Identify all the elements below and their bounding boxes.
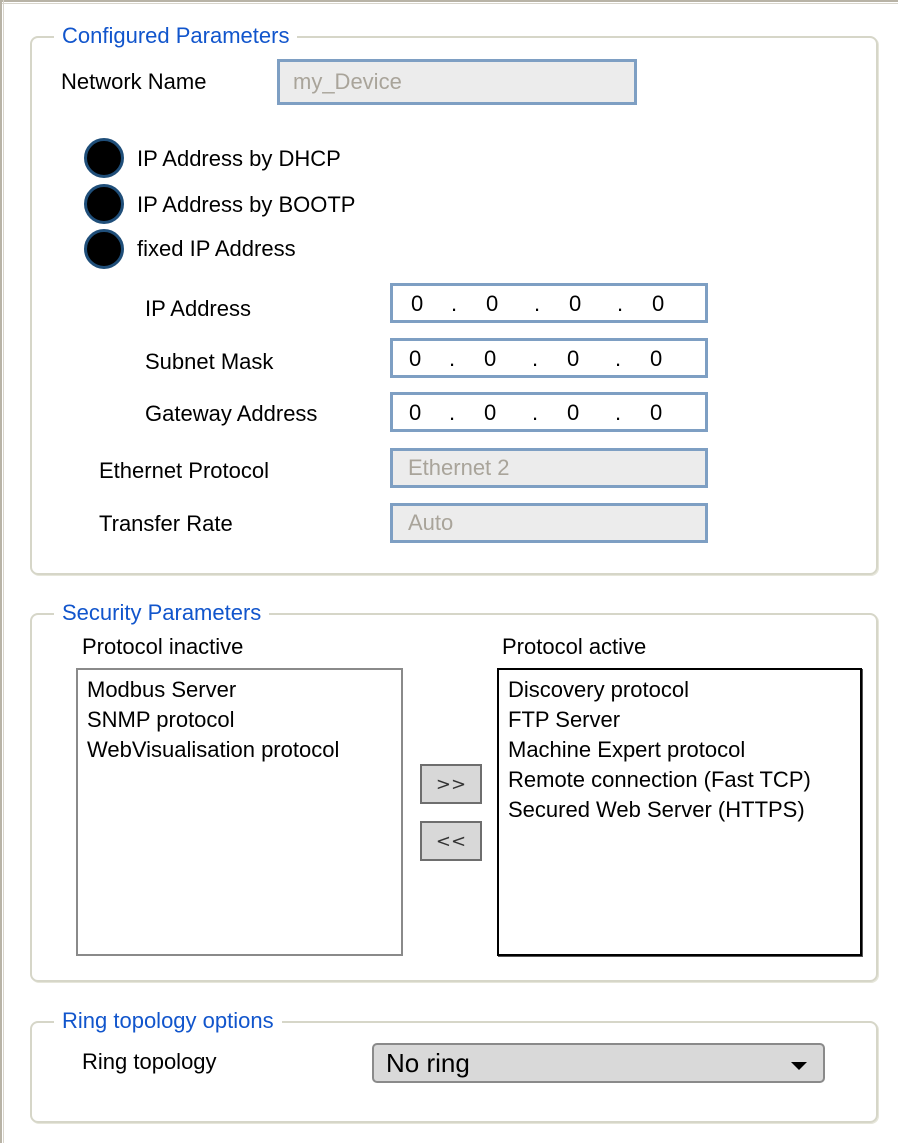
- transfer-rate-label: Transfer Rate: [99, 511, 233, 536]
- transfer-rate-field[interactable]: Auto: [390, 503, 708, 543]
- ip-dot: .: [451, 291, 458, 316]
- network-name-field[interactable]: my_Device: [277, 59, 637, 105]
- radio-fixed-ip[interactable]: [84, 229, 124, 269]
- list-item[interactable]: Modbus Server: [87, 677, 237, 702]
- gw-octet-3[interactable]: 0: [567, 400, 580, 425]
- list-item[interactable]: FTP Server: [508, 707, 621, 732]
- list-item[interactable]: WebVisualisation protocol: [87, 737, 340, 762]
- ethernet-protocol-label: Ethernet Protocol: [99, 458, 269, 483]
- window-left-edge: [0, 0, 4, 1143]
- gw-dot: .: [615, 400, 622, 425]
- radio-bootp[interactable]: [84, 184, 124, 224]
- gw-octet-2[interactable]: 0: [484, 400, 497, 425]
- list-item[interactable]: Machine Expert protocol: [508, 737, 746, 762]
- add-protocol-button[interactable]: >>: [420, 764, 482, 804]
- list-item[interactable]: Discovery protocol: [508, 677, 689, 702]
- radio-dhcp-label[interactable]: IP Address by DHCP: [137, 146, 341, 171]
- ring-topology-label: Ring topology: [82, 1049, 217, 1074]
- mask-dot: .: [449, 346, 456, 371]
- ip-octet-1[interactable]: 0: [411, 291, 424, 316]
- radio-dhcp[interactable]: [84, 138, 124, 178]
- gateway-address-field[interactable]: 0 . 0 . 0 . 0: [390, 392, 708, 432]
- ip-address-field[interactable]: 0 . 0 . 0 . 0: [390, 283, 708, 323]
- list-item[interactable]: SNMP protocol: [87, 707, 235, 732]
- configured-parameters-group: Configured Parameters: [30, 22, 878, 575]
- ip-address-label: IP Address: [145, 296, 251, 321]
- mask-dot: .: [532, 346, 539, 371]
- gw-octet-4[interactable]: 0: [650, 400, 663, 425]
- gw-dot: .: [449, 400, 456, 425]
- ethernet-protocol-field[interactable]: Ethernet 2: [390, 448, 708, 488]
- configured-parameters-title: Configured Parameters: [54, 22, 298, 50]
- ip-dot: .: [534, 291, 541, 316]
- gw-dot: .: [532, 400, 539, 425]
- security-parameters-title: Security Parameters: [54, 599, 270, 627]
- subnet-mask-label: Subnet Mask: [145, 349, 274, 374]
- ring-topology-dropdown[interactable]: No ring: [372, 1043, 825, 1083]
- window-top-edge: [0, 0, 898, 4]
- subnet-mask-field[interactable]: 0 . 0 . 0 . 0: [390, 338, 708, 378]
- chevron-down-icon[interactable]: [791, 1062, 807, 1070]
- ring-topology-group: Ring topology options: [30, 1007, 878, 1123]
- ip-octet-4[interactable]: 0: [652, 291, 665, 316]
- ip-octet-3[interactable]: 0: [569, 291, 582, 316]
- ethernet-protocol-value: Ethernet 2: [408, 455, 510, 480]
- network-name-label: Network Name: [61, 69, 207, 94]
- security-parameters-group: Security Parameters: [30, 599, 878, 982]
- ring-topology-title: Ring topology options: [54, 1007, 282, 1035]
- ip-dot: .: [617, 291, 624, 316]
- radio-fixed-ip-label[interactable]: fixed IP Address: [137, 236, 296, 261]
- network-name-value: my_Device: [293, 69, 402, 94]
- protocol-inactive-list[interactable]: Modbus Server SNMP protocol WebVisualisa…: [76, 668, 403, 956]
- gateway-address-label: Gateway Address: [145, 401, 318, 426]
- mask-octet-1[interactable]: 0: [409, 346, 422, 371]
- mask-octet-3[interactable]: 0: [567, 346, 580, 371]
- protocol-inactive-label: Protocol inactive: [82, 634, 244, 659]
- mask-octet-4[interactable]: 0: [650, 346, 663, 371]
- radio-bootp-label[interactable]: IP Address by BOOTP: [137, 192, 356, 217]
- list-item[interactable]: Secured Web Server (HTTPS): [508, 797, 805, 822]
- mask-dot: .: [615, 346, 622, 371]
- transfer-rate-value: Auto: [408, 510, 454, 535]
- gw-octet-1[interactable]: 0: [409, 400, 422, 425]
- mask-octet-2[interactable]: 0: [484, 346, 497, 371]
- ring-topology-value: No ring: [386, 1047, 470, 1078]
- protocol-active-label: Protocol active: [502, 634, 647, 659]
- ip-octet-2[interactable]: 0: [486, 291, 499, 316]
- remove-protocol-button[interactable]: <<: [420, 821, 482, 861]
- list-item[interactable]: Remote connection (Fast TCP): [508, 767, 811, 792]
- protocol-active-list[interactable]: Discovery protocol FTP Server Machine Ex…: [497, 668, 862, 956]
